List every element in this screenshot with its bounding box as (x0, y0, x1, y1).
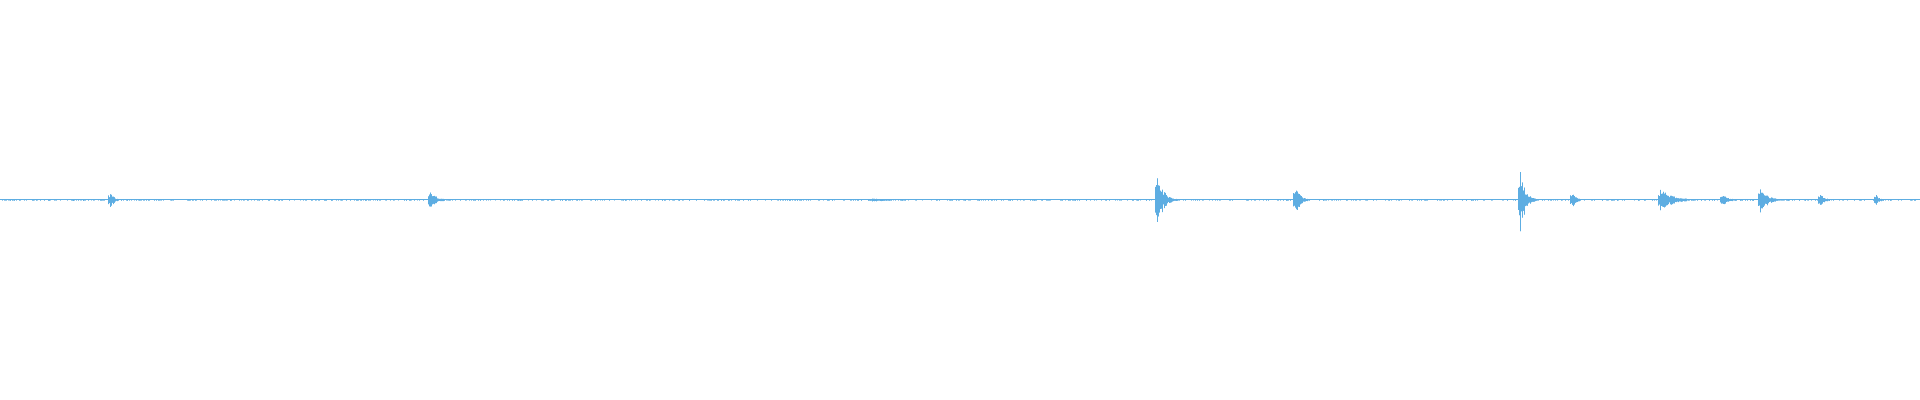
waveform-bars (2, 172, 1916, 232)
